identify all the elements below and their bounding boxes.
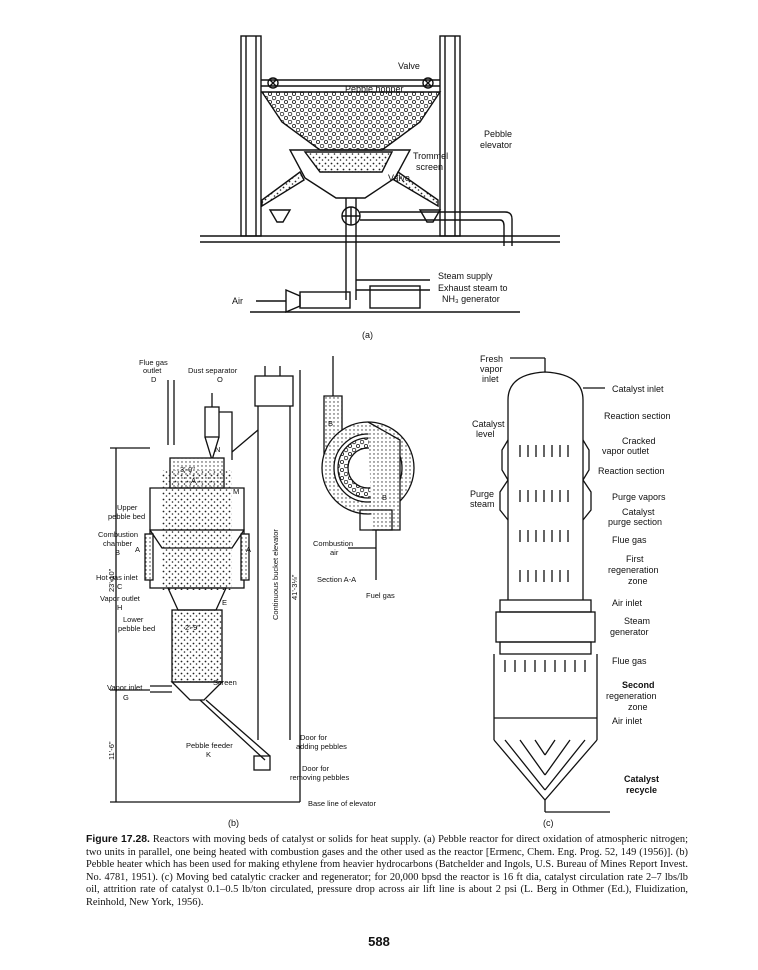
label-catalyst-recycle-1: Catalyst (624, 774, 659, 784)
panel-b-label: (b) (228, 818, 239, 828)
label-feeder-2: K (206, 750, 211, 759)
label-section-aa: Section A-A (317, 575, 356, 584)
label-flue-gas-3: D (151, 375, 157, 384)
label-dust-sep-2: O (217, 375, 223, 384)
label-catalyst-inlet: Catalyst inlet (612, 384, 664, 394)
label-base-line: Base line of elevator (308, 799, 376, 808)
label-catalyst-level-1: Catalyst (472, 419, 505, 429)
label-cracked-1: Cracked (622, 436, 656, 446)
label-exhaust-2: NH₃ generator (442, 294, 500, 304)
label-comb-ch-3: B (115, 548, 120, 557)
panel-b-drawing (110, 356, 415, 803)
label-flue-gas-1: Flue gas (139, 358, 168, 367)
label-sect-a-left: A (135, 545, 140, 554)
label-screen: Screen (213, 678, 237, 687)
label-purge-steam-1: Purge (470, 489, 494, 499)
label-e-mark: E (222, 598, 227, 607)
label-comb-air-2: air (330, 548, 339, 557)
label-flue-gas-c1: Flue gas (612, 535, 647, 545)
panel-a-drawing (200, 35, 560, 314)
label-door-add-2: adding pebbles (296, 742, 347, 751)
label-dim-23: 23'-10" (107, 568, 116, 592)
label-second-regen-3: zone (628, 702, 648, 712)
label-comb-air-1: Combustion (313, 539, 353, 548)
label-fresh-1: Fresh (480, 354, 503, 364)
label-fresh-3: inlet (482, 374, 499, 384)
figure-caption: Figure 17.28. Reactors with moving beds … (86, 834, 688, 910)
label-comb-ch-1: Combustion (98, 530, 138, 539)
label-door-add-1: Door for (300, 733, 328, 742)
label-fresh-2: vapor (480, 364, 503, 374)
label-first-regen-3: zone (628, 576, 648, 586)
caption-figure-label: Figure 17.28. (86, 834, 150, 845)
panel-c-drawing (493, 357, 610, 813)
label-feeder-1: Pebble feeder (186, 741, 233, 750)
label-air-inlet-2: Air inlet (612, 716, 643, 726)
label-dim-11: 11'-6" (107, 741, 116, 760)
label-reaction-section-1: Reaction section (604, 411, 671, 421)
label-sect-a-right: A (246, 545, 251, 554)
label-pebble-elevator-2: elevator (480, 140, 512, 150)
panel-a-labels: Valve Pebble hopper Pebble elevator Trom… (232, 61, 512, 340)
label-valve-top: Valve (398, 61, 420, 71)
label-steam-gen-2: generator (610, 627, 649, 637)
label-trommel-2: screen (416, 162, 443, 172)
label-door-rem-2: removing pebbles (290, 773, 349, 782)
label-dust-sep-1: Dust separator (188, 366, 238, 375)
label-n-mark: N (215, 445, 220, 454)
label-flue-gas-2: outlet (143, 366, 162, 375)
label-pebble-elevator-1: Pebble (484, 129, 512, 139)
panel-c-label: (c) (543, 818, 554, 828)
label-catalyst-purge-2: purge section (608, 517, 662, 527)
label-dim-3ft: 3'-0" (180, 465, 195, 474)
label-sec-b-bottom: B (382, 493, 387, 502)
label-upper-bed-2: pebble bed (108, 512, 145, 521)
label-hot-gas-1: Hot gas inlet (96, 573, 139, 582)
label-catalyst-recycle-2: recycle (626, 785, 657, 795)
label-vapor-in-2: G (123, 693, 129, 702)
label-upper-bed-1: Upper (117, 503, 138, 512)
label-pebble-hopper: Pebble hopper (345, 84, 404, 94)
label-steam-gen-1: Steam (624, 616, 650, 626)
label-lower-bed-2: pebble bed (118, 624, 155, 633)
panel-b-labels: Flue gas outlet D Dust separator O N 3'-… (96, 358, 395, 828)
label-hot-gas-2: C (117, 582, 123, 591)
label-m-mark: M (233, 487, 239, 496)
panel-a-label: (a) (362, 330, 373, 340)
page-number: 588 (368, 934, 390, 949)
label-second-regen-1: Second (622, 680, 655, 690)
label-air-inlet-1: Air inlet (612, 598, 643, 608)
label-vapor-out-2: H (117, 603, 122, 612)
label-lower-bed-1: Lower (123, 615, 144, 624)
label-catalyst-level-2: level (476, 429, 495, 439)
label-dim-2ft: 2'-9" (185, 623, 200, 632)
label-vapor-in-1: Vapor inlet (107, 683, 143, 692)
label-steam-supply: Steam supply (438, 271, 493, 281)
label-flue-gas-c2: Flue gas (612, 656, 647, 666)
caption-text: Reactors with moving beds of catalyst or… (86, 834, 688, 908)
label-valve-low: Valve (388, 173, 410, 183)
label-door-rem-1: Door for (302, 764, 330, 773)
label-purge-vapors: Purge vapors (612, 492, 666, 502)
label-vapor-out-1: Vapor outlet (100, 594, 141, 603)
label-elevator: Continuous bucket elevator (271, 529, 280, 620)
label-trommel-1: Trommel (413, 151, 448, 161)
label-reaction-section-2: Reaction section (598, 466, 665, 476)
label-a-mark: A (191, 476, 196, 485)
label-comb-ch-2: chamber (103, 539, 133, 548)
label-first-regen-1: First (626, 554, 644, 564)
label-sec-b-top: B (328, 419, 333, 428)
panel-c-labels: Fresh vapor inlet Catalyst inlet Reactio… (470, 354, 671, 828)
label-purge-steam-2: steam (470, 499, 495, 509)
label-dim-41: 41'-3⅛" (290, 574, 299, 600)
label-second-regen-2: regeneration (606, 691, 657, 701)
label-cracked-2: vapor outlet (602, 446, 650, 456)
label-fuel-gas: Fuel gas (366, 591, 395, 600)
label-first-regen-2: regeneration (608, 565, 659, 575)
label-air: Air (232, 296, 243, 306)
label-exhaust-1: Exhaust steam to (438, 283, 508, 293)
label-catalyst-purge-1: Catalyst (622, 507, 655, 517)
